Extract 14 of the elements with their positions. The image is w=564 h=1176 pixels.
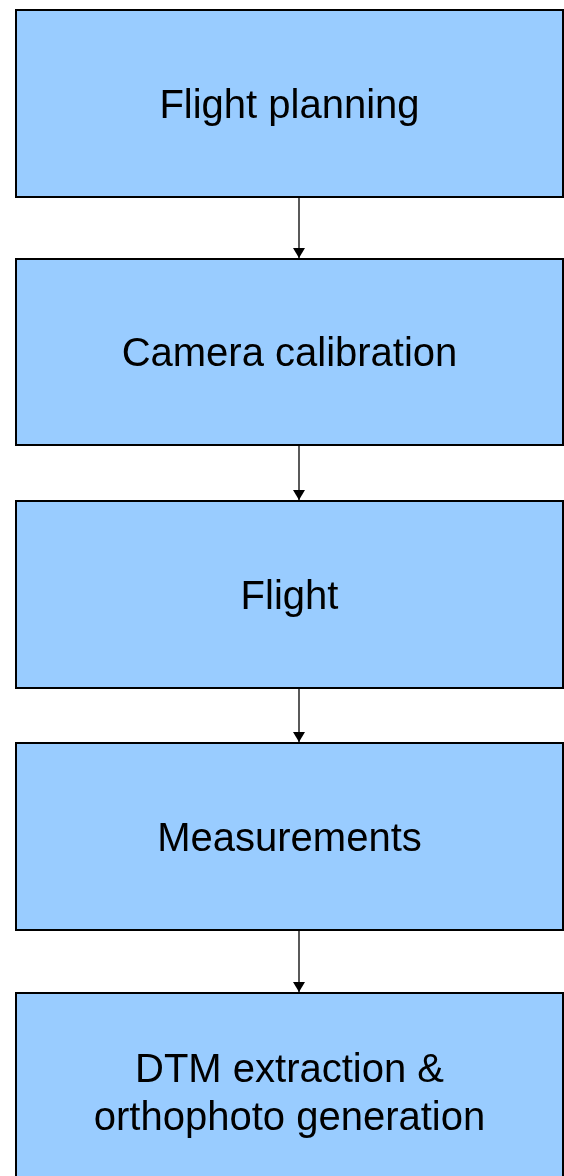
process-box: [15, 742, 564, 931]
box-label: DTM extraction & orthophoto generation: [92, 1045, 487, 1140]
process-box: [15, 500, 564, 689]
process-box: [15, 258, 564, 446]
box-label: Flight: [239, 571, 340, 619]
box-label: Camera calibration: [120, 329, 459, 376]
box-label: Measurements: [156, 813, 423, 861]
process-box: [15, 992, 564, 1176]
box-label: Flight planning: [158, 80, 421, 128]
arrow: [293, 930, 305, 993]
arrow: [293, 445, 305, 501]
arrow: [293, 197, 305, 259]
arrow: [293, 688, 305, 743]
process-box: [15, 9, 564, 198]
